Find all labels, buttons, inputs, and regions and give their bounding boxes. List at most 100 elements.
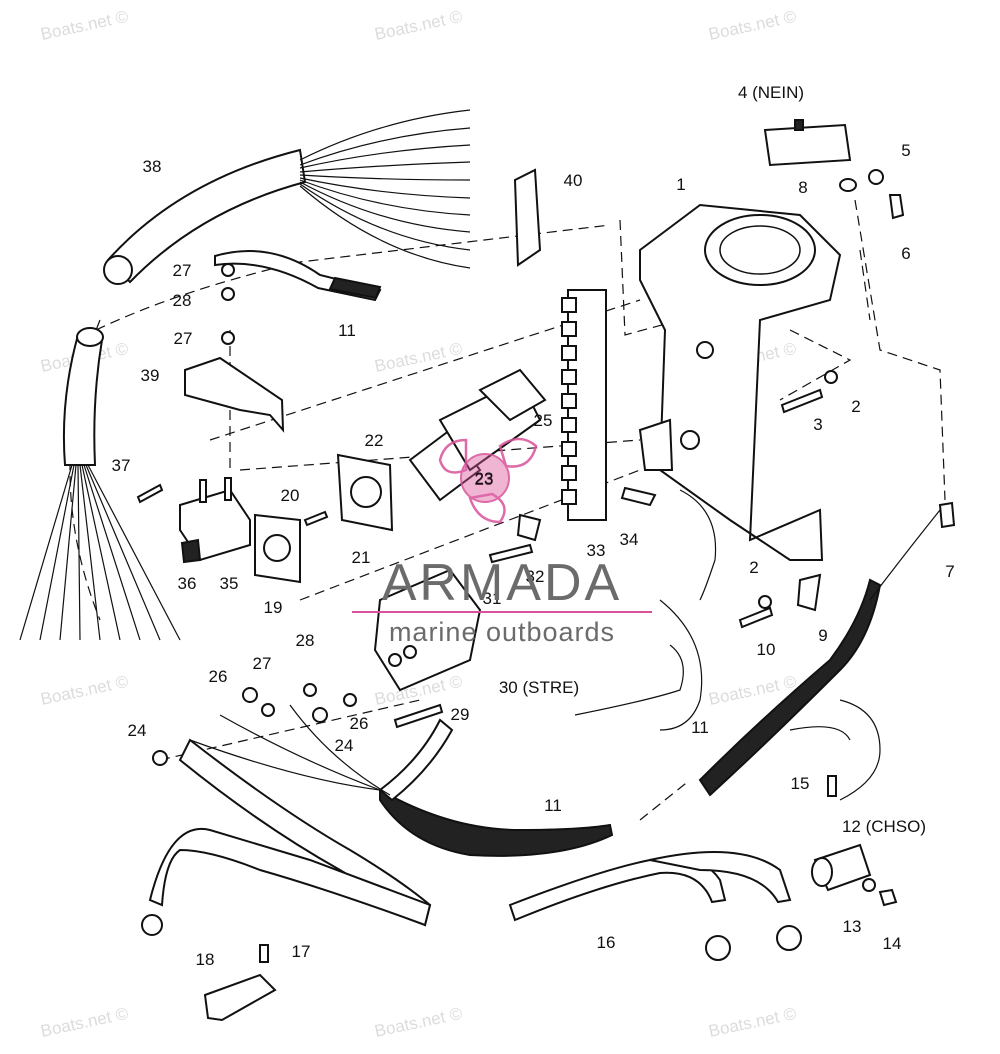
callout-label: 40 [564, 171, 583, 190]
armada-logo: 23 ARMADA marine outboards [352, 437, 652, 647]
screw-6 [888, 194, 905, 220]
callout-label: 25 [534, 411, 553, 430]
loose-wires [189, 489, 941, 801]
callout-label: 37 [112, 456, 131, 475]
clip-34 [620, 486, 657, 507]
choke-solenoid-12 [811, 843, 872, 892]
callout-label: 19 [264, 598, 283, 617]
watermark-text: Boats.net © [373, 1004, 465, 1041]
callout-label: 26 [209, 667, 228, 686]
callout-label: 1 [676, 175, 685, 194]
callout-label: 8 [798, 178, 807, 197]
callout-label: 27 [173, 261, 192, 280]
watermark-text: Boats.net © [373, 7, 465, 44]
bracket-assembly-1 [638, 203, 842, 561]
washer-13 [862, 878, 876, 892]
hardware-small [152, 263, 357, 766]
callout-label: 27 [174, 329, 193, 348]
callout-label: 22 [365, 431, 384, 450]
callout-label: 21 [352, 548, 371, 567]
switch-4 [763, 119, 852, 167]
screw-15 [827, 775, 837, 797]
callout-label: 30 (STRE) [499, 678, 579, 697]
callout-label: 33 [587, 541, 606, 560]
callout-label: 27 [253, 654, 272, 673]
bracket-9 [796, 573, 822, 612]
wire-harness-left [19, 327, 181, 641]
clip-36 [180, 538, 202, 564]
callout-label: 15 [791, 774, 810, 793]
callout-label: 12 (CHSO) [842, 817, 926, 836]
screw-20 [303, 510, 329, 527]
clip-18 [203, 973, 277, 1022]
battery-cable-left [141, 738, 432, 936]
callout-label: 29 [451, 705, 470, 724]
watermark-text: Boats.net © [39, 672, 131, 709]
callout-label: 31 [483, 589, 502, 608]
callout-label: 20 [281, 486, 300, 505]
watermark-text: Boats.net © [39, 1004, 131, 1041]
callout-label: 7 [945, 562, 954, 581]
callout-label: 36 [178, 574, 197, 593]
logo-brand-text: ARMADA [382, 554, 622, 612]
callout-label: 38 [143, 157, 162, 176]
washer-5 [868, 169, 884, 185]
wire-harness-11-right [698, 578, 882, 797]
callout-label: 26 [350, 714, 369, 733]
terminal-7 [938, 501, 956, 529]
logo-circle-number: 23 [475, 469, 494, 488]
bolt-37 [136, 483, 164, 504]
callout-label: 3 [813, 415, 822, 434]
callout-label: 6 [901, 244, 910, 263]
watermark-text: Boats.net © [373, 339, 465, 376]
callout-label: 23 [475, 470, 494, 489]
callout-label: 32 [526, 567, 545, 586]
callout-label: 39 [141, 366, 160, 385]
callout-label: 24 [335, 736, 354, 755]
callout-label: 11 [338, 321, 356, 340]
screw-17 [259, 944, 269, 963]
callout-label: 17 [292, 942, 311, 961]
callout-label: 28 [296, 631, 315, 650]
callout-label: 2 [851, 397, 860, 416]
callout-label: 16 [597, 933, 616, 952]
callout-label: 18 [196, 950, 215, 969]
callout-label: 11 [691, 718, 709, 737]
bolt-29 [393, 703, 444, 729]
callout-label: 34 [620, 530, 639, 549]
washer-2-upper [824, 370, 838, 384]
wire-harness-upper [103, 109, 471, 285]
starter-solenoid-30 [373, 568, 482, 692]
washer-8 [839, 178, 857, 192]
wire-harness-11-center [379, 788, 614, 857]
callout-label: 13 [843, 917, 862, 936]
callout-label: 2 [749, 558, 758, 577]
terminal-block-33 [561, 289, 607, 521]
watermark-text: Boats.net © [707, 1004, 799, 1041]
callout-label: 11 [544, 796, 562, 815]
callout-label: 10 [757, 640, 776, 659]
callout-label: 4 (NEIN) [738, 83, 804, 102]
bolt-31 [488, 543, 534, 564]
gasket-19 [254, 513, 301, 584]
callout-label: 24 [128, 721, 147, 740]
decal-40 [513, 168, 542, 267]
watermark-text: Boats.net © [707, 7, 799, 44]
nut-14 [878, 888, 898, 907]
callout-label: 9 [818, 626, 827, 645]
washer-2-lower [758, 595, 772, 609]
bolt-10 [738, 606, 774, 629]
bolt-3 [780, 388, 824, 414]
logo-tagline-text: marine outboards [389, 617, 615, 647]
battery-cable-16 [508, 851, 802, 961]
watermark-text: Boats.net © [39, 7, 131, 44]
propeller-logo-icon [438, 437, 538, 524]
clip-32 [516, 513, 542, 542]
callout-label: 28 [173, 291, 192, 310]
bracket-39 [184, 356, 285, 433]
mount-plate-21 [336, 453, 394, 532]
callout-label: 5 [901, 141, 910, 160]
